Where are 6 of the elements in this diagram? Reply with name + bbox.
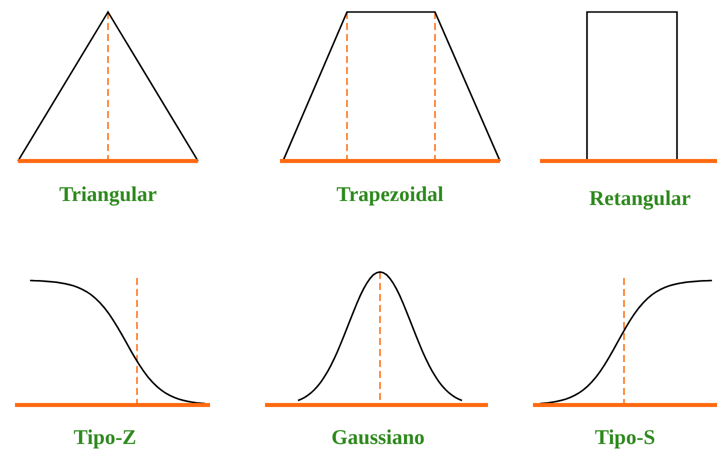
function-name: Retangular <box>589 186 691 211</box>
function-name: Gaussiano <box>331 425 425 450</box>
function-name: Triangular <box>59 182 157 207</box>
function-name: Trapezoidal <box>336 182 444 207</box>
function-name: Tipo-S <box>594 425 656 450</box>
function-name: Tipo-Z <box>74 425 136 450</box>
